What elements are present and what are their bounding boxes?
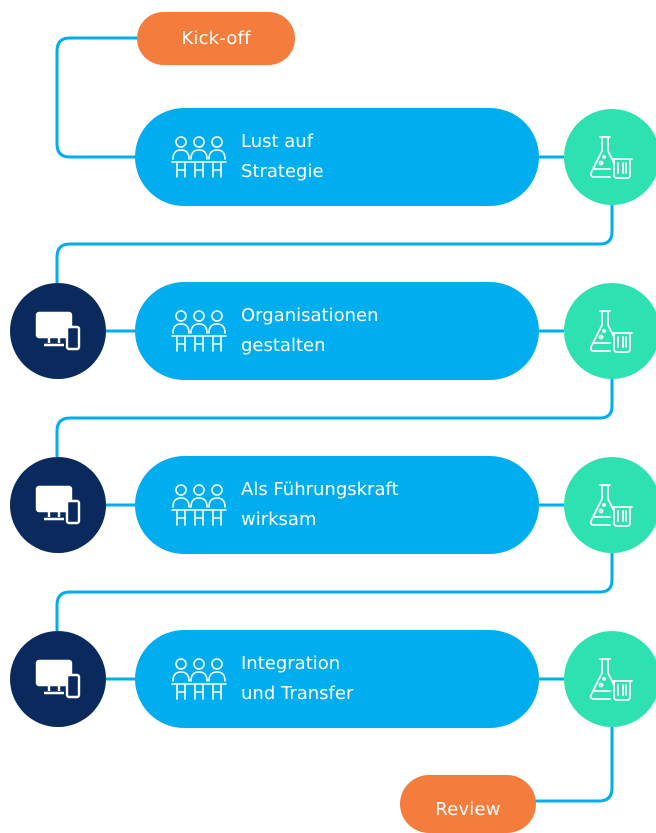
lab-flask-icon xyxy=(589,310,633,353)
lab-flask-icon xyxy=(589,658,633,701)
lab-circle xyxy=(564,109,656,205)
device-circle xyxy=(10,283,106,379)
stage-organisationen-gestalten: Organisationen gestalten xyxy=(135,282,539,380)
meeting-people-icon xyxy=(171,136,227,178)
kickoff-label: Kick-off xyxy=(181,28,251,49)
stage-als-fuehrungskraft-wirksam: Als Führungskraft wirksam xyxy=(135,456,539,554)
connector-kickoff xyxy=(55,36,137,159)
stage-label-line2: und Transfer xyxy=(241,683,354,704)
device-circle xyxy=(10,457,106,553)
stage-integration-und-transfer: Integration und Transfer xyxy=(135,630,539,728)
stage-label-line1: Integration xyxy=(241,653,341,674)
stage-label: Als Führungskraft wirksam xyxy=(241,475,399,535)
stage-lust-auf-strategie: Lust auf Strategie xyxy=(135,108,539,206)
desktop-mobile-icon xyxy=(35,485,81,525)
review-label: Review xyxy=(435,798,501,820)
desktop-mobile-icon xyxy=(35,311,81,351)
connector-review xyxy=(534,727,614,803)
stage-label-line2: gestalten xyxy=(241,335,326,356)
stage-label-line1: Als Führungskraft xyxy=(241,479,399,500)
lab-circle xyxy=(564,457,656,553)
desktop-mobile-icon xyxy=(35,659,81,699)
lab-flask-icon xyxy=(589,484,633,527)
meeting-people-icon xyxy=(171,310,227,352)
connector-lab2-device3 xyxy=(55,379,614,457)
lab-circle xyxy=(564,631,656,727)
meeting-people-icon xyxy=(171,484,227,526)
connector-lab1-device2 xyxy=(55,205,614,283)
stage-label: Integration und Transfer xyxy=(241,649,353,709)
kickoff-pill: Kick-off xyxy=(137,12,295,65)
meeting-people-icon xyxy=(171,658,227,700)
stage-label-line1: Organisationen xyxy=(241,305,379,326)
stage-label-line1: Lust auf xyxy=(241,131,314,152)
stage-label-line2: wirksam xyxy=(241,509,317,530)
stage-label: Lust auf Strategie xyxy=(241,127,324,187)
device-circle xyxy=(10,631,106,727)
stage-label-line2: Strategie xyxy=(241,161,324,182)
lab-flask-icon xyxy=(589,136,633,179)
stage-label: Organisationen gestalten xyxy=(241,301,379,361)
connector-lab3-device4 xyxy=(55,553,614,631)
review-pill: Review xyxy=(400,775,536,833)
lab-circle xyxy=(564,283,656,379)
